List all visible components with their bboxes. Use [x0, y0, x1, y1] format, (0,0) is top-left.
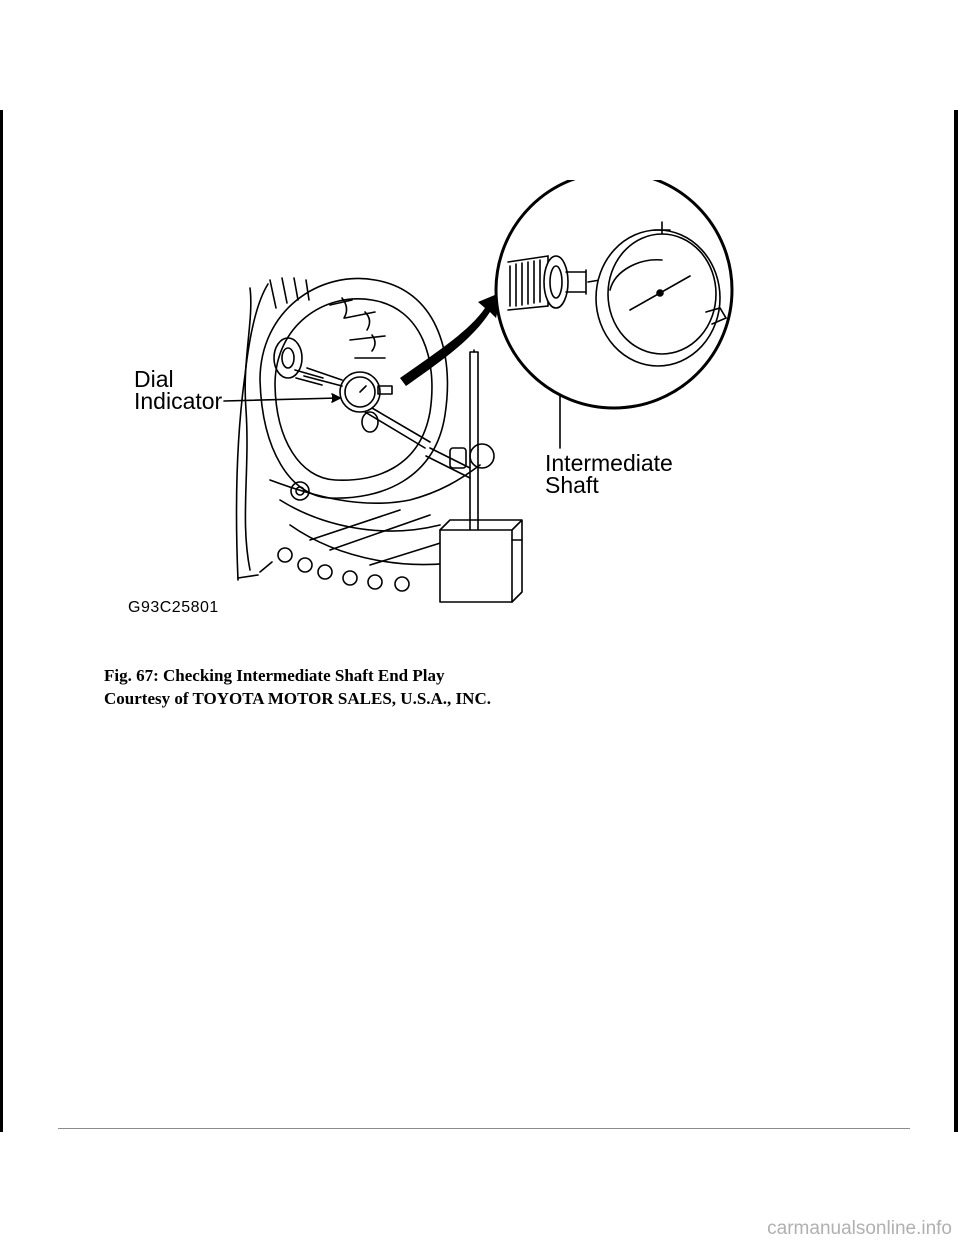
page-border-left — [0, 110, 3, 1132]
dial-indicator-label-line2: Indicator — [134, 388, 223, 414]
intermediate-shaft-label-line1: Intermediate — [545, 450, 673, 476]
figure-code: G93C25801 — [128, 599, 219, 616]
page-border-right — [954, 110, 958, 1132]
figure-illustration: Dial Indicator Intermediate Shaft G93C25… — [110, 180, 750, 620]
watermark: carmanualsonline.info — [767, 1218, 952, 1239]
intermediate-shaft-label-line2: Shaft — [545, 472, 599, 498]
caption-title: Fig. 67: Checking Intermediate Shaft End… — [104, 666, 445, 685]
caption-courtesy: Courtesy of TOYOTA MOTOR SALES, U.S.A., … — [104, 689, 491, 708]
figure-caption: Fig. 67: Checking Intermediate Shaft End… — [104, 664, 491, 710]
case-bolts — [277, 547, 410, 592]
bottom-rule — [58, 1128, 910, 1129]
small-dial-indicator — [303, 367, 431, 449]
case-outline — [235, 283, 269, 581]
dial-leader-line — [223, 397, 339, 402]
dial-indicator-illustration — [223, 180, 734, 603]
magnify-arrow — [400, 292, 502, 386]
magnetic-stand — [425, 349, 523, 603]
dial-indicator-label-line1: Dial — [134, 366, 174, 392]
